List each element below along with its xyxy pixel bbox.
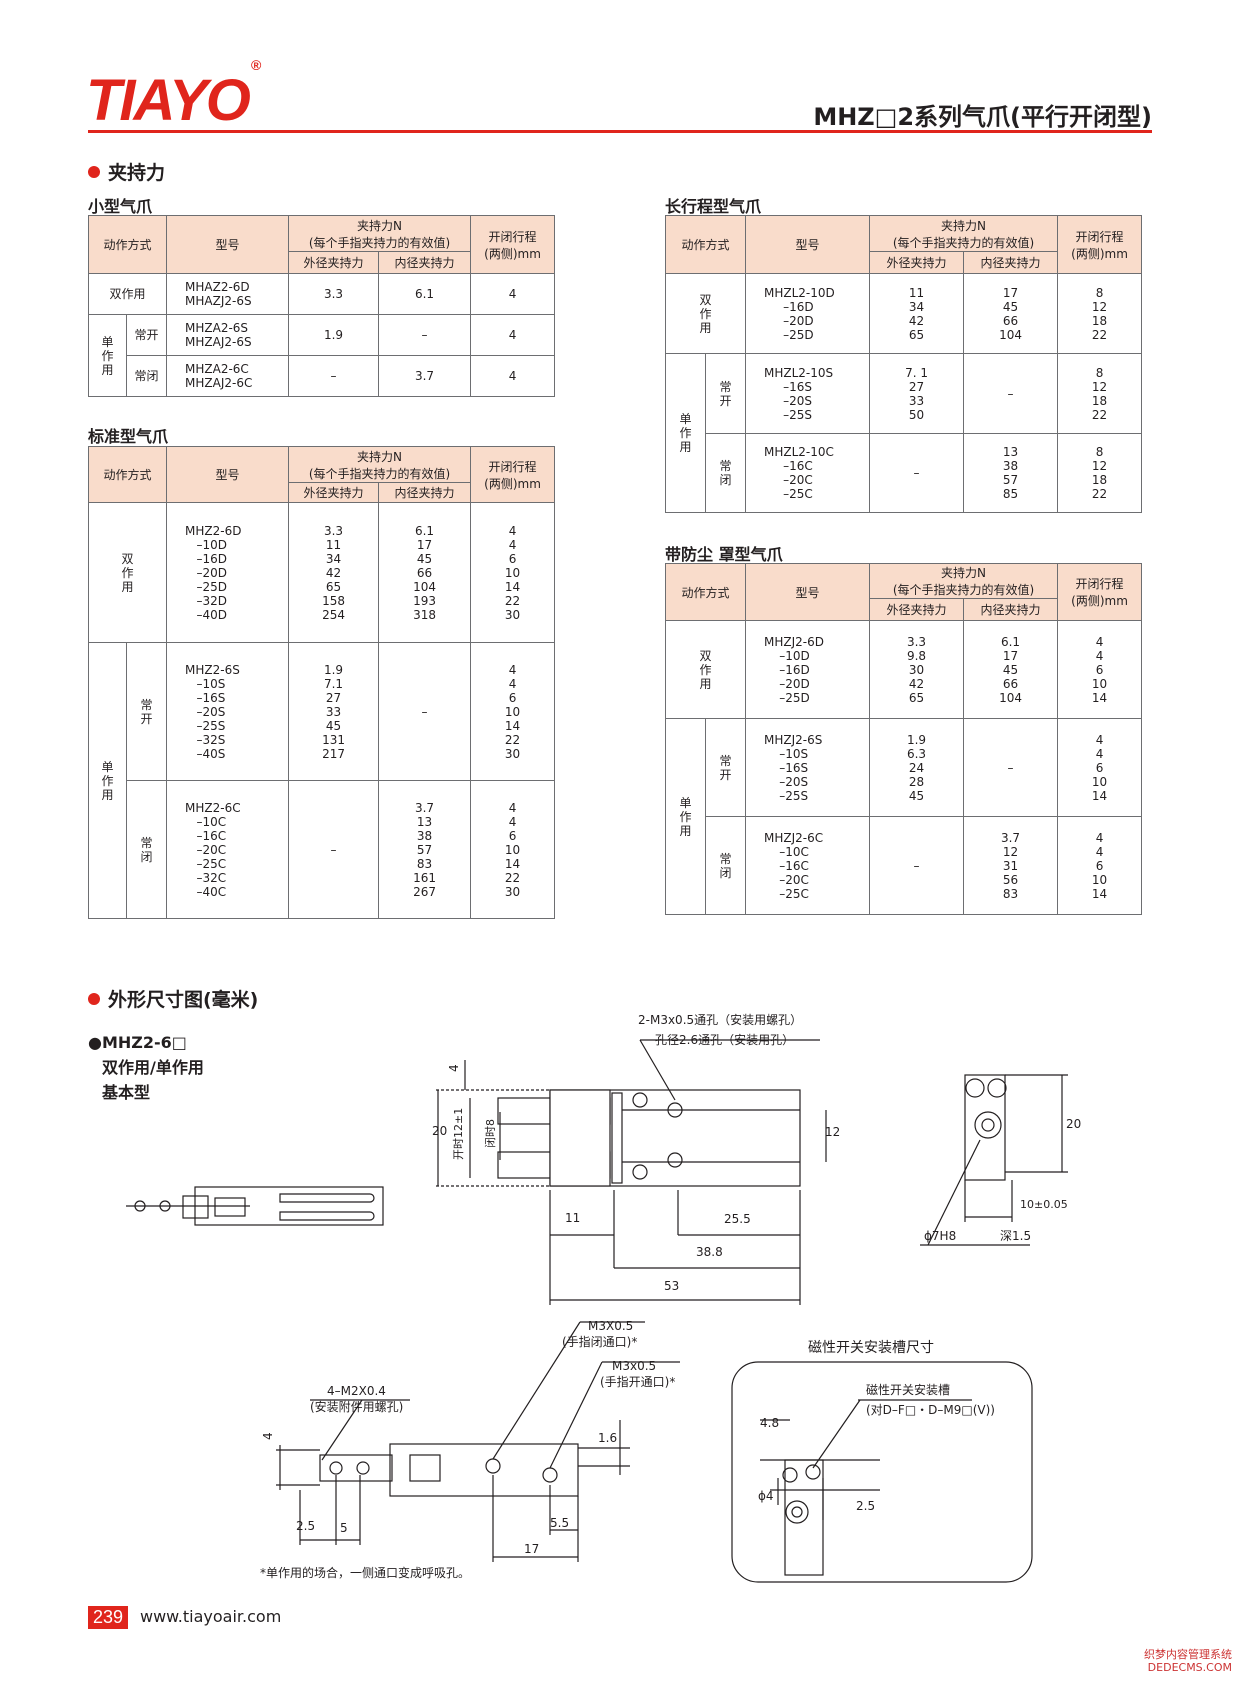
dim-depth: 深1.5 [1000,1229,1031,1243]
dim-5-5: 5.5 [550,1516,569,1530]
dim-4-8: 4.8 [760,1416,779,1430]
m3-open-label: M3x0.5 [612,1359,656,1373]
col-model: 型号 [166,215,290,274]
dim-close-8: 闭时8 [484,1119,497,1148]
m2-label: 4–M2X0.4 [327,1384,386,1398]
website-link[interactable]: www.tiayoair.com [140,1607,282,1626]
col-outer: 外径夹持力 [288,251,380,274]
drawing-type1: 双作用/单作用 [102,1058,204,1077]
switch-title: 磁性开关安装槽尺寸 [808,1340,934,1356]
standard-gripper-title: 标准型气爪 [88,427,169,446]
front-view [436,1039,827,1305]
dim-38-8: 38.8 [696,1245,723,1259]
dim-5: 5 [340,1521,348,1535]
m3-close-note: (手指闭通口)* [562,1334,637,1349]
dim-17: 17 [524,1542,539,1556]
dim-12: 12 [825,1125,840,1139]
dim-2-5: 2.5 [296,1519,315,1533]
standard-gripper-table: 动作方式型号夹持力N(每个手指夹持力的有效值)开闭行程(两侧)mm 外径夹持力内… [87,446,556,919]
dim-2-5b: 2.5 [856,1499,875,1513]
end-view [920,1074,1068,1246]
switch-slot-label: 磁性开关安装槽 [866,1382,950,1397]
dim-phi4: ϕ4 [758,1489,774,1503]
dim-11: 11 [565,1211,580,1225]
brand-logo: TIAYO® [86,56,261,133]
drawing-model-title: ●MHZ2-6□ [88,1033,187,1052]
dust-cover-gripper-table: 动作方式型号夹持力N(每个手指夹持力的有效值)开闭行程(两侧)mm 外径夹持力内… [664,563,1143,915]
switch-slot-diagram [731,1361,1033,1583]
col-action: 动作方式 [87,215,168,274]
page-number: 239 [88,1606,129,1629]
lower-side-view [276,1321,680,1562]
col-force: 夹持力N(每个手指夹持力的有效值) [288,215,472,252]
dim-4b: 4 [261,1432,275,1440]
drawing-type2: 基本型 [102,1083,151,1102]
series-title: MHZ□2系列气爪(平行开闭型) [813,103,1152,131]
col-stroke: 开闭行程(两侧)mm [470,215,556,274]
section-dimensions-title: 外形尺寸图(毫米) [88,985,258,1012]
header-divider [88,130,1152,133]
long-stroke-gripper-table: 动作方式型号夹持力N(每个手指夹持力的有效值)开闭行程(两侧)mm 外径夹持力内… [664,215,1143,513]
section-grip-force-title: 夹持力 [88,158,165,185]
dim-10: 10±0.05 [1020,1198,1068,1211]
long-stroke-gripper-title: 长行程型气爪 [665,197,762,216]
m2-note: (安装附件用螺孔) [310,1399,403,1414]
dim-20: 20 [432,1124,447,1138]
small-gripper-title: 小型气爪 [88,197,153,216]
dim-25-5: 25.5 [724,1212,751,1226]
drawing-model-block: ●MHZ2-6□ 双作用/单作用 基本型 [88,1030,204,1105]
hole1-label: 2-M3x0.5通孔（安装用螺孔） [638,1012,802,1027]
single-action-note: *单作用的场合，一侧通口变成呼吸孔。 [260,1565,470,1580]
switch-models: (对D–F□・D–M9□(V)) [866,1403,995,1417]
m3-open-note: (手指开通口)* [600,1374,675,1389]
dim-1-6: 1.6 [598,1431,617,1445]
dim-53: 53 [664,1279,679,1293]
m3-close-label: M3X0.5 [588,1319,633,1333]
dim-side-20: 20 [1066,1117,1081,1131]
side-view-small [126,1186,384,1226]
hole2-label: 孔径2.6通孔（安装用孔） [655,1032,794,1047]
dust-cover-gripper-title: 带防尘 罩型气爪 [665,545,783,564]
dim-4: 4 [447,1064,461,1072]
small-gripper-table: 动作方式型号夹持力N(每个手指夹持力的有效值)开闭行程(两侧)mm 外径夹持力内… [87,215,556,397]
dim-open-12: 开时12±1 [452,1108,465,1160]
dim-phi7: ϕ7H8 [924,1229,956,1243]
